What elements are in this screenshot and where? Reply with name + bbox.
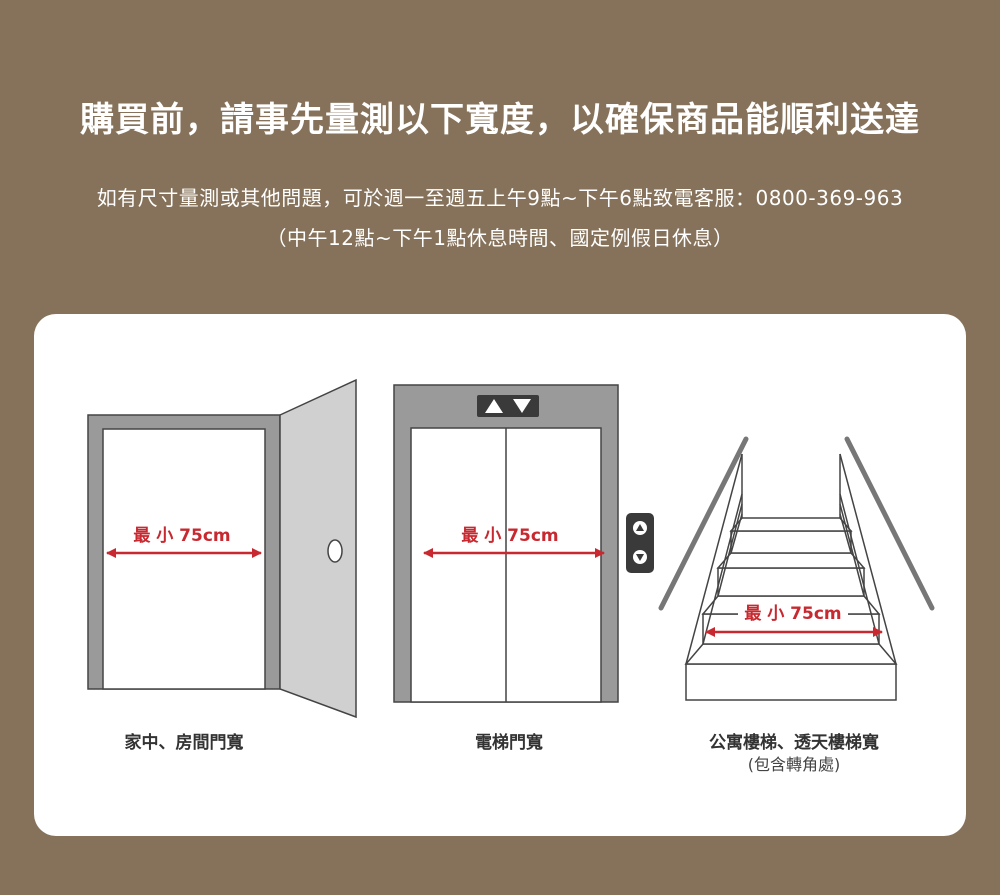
measurement-panel: 最 小 75cm 最 小 75cm — [34, 314, 966, 836]
measure-label-elevator: 最 小 75cm — [461, 526, 558, 546]
handrail-right — [844, 436, 935, 611]
elevator-up-down-arrows-icon — [477, 395, 539, 417]
elevator-illustration: 最 小 75cm — [393, 384, 654, 703]
contact-info: 如有尺寸量測或其他問題，可於週一至週五上午9點~下午6點致電客服：0800-36… — [96, 186, 904, 210]
page-title: 購買前，請事先量測以下寬度，以確保商品能順利送達 — [80, 100, 920, 140]
measurement-illustrations: 最 小 75cm 最 小 75cm — [87, 378, 935, 719]
measure-label-bg — [738, 601, 848, 625]
measure-label-stairs: 最 小 75cm — [744, 604, 841, 624]
door-knob-icon — [327, 539, 343, 563]
handrail-left — [658, 436, 749, 611]
service-hours-note: （中午12點~下午1點休息時間、國定例假日休息） — [266, 226, 734, 250]
elevator-call-button-icon — [626, 513, 654, 573]
caption-stairs-note: (包含轉角處) — [747, 755, 841, 774]
caption-home-door: 家中、房間門寬 — [124, 733, 244, 753]
home-door-illustration: 最 小 75cm — [87, 378, 357, 719]
caption-elevator-door: 電梯門寬 — [475, 733, 543, 753]
caption-stairs: 公寓樓梯、透天樓梯寬 — [709, 733, 879, 753]
measure-label-door: 最 小 75cm — [133, 526, 230, 546]
